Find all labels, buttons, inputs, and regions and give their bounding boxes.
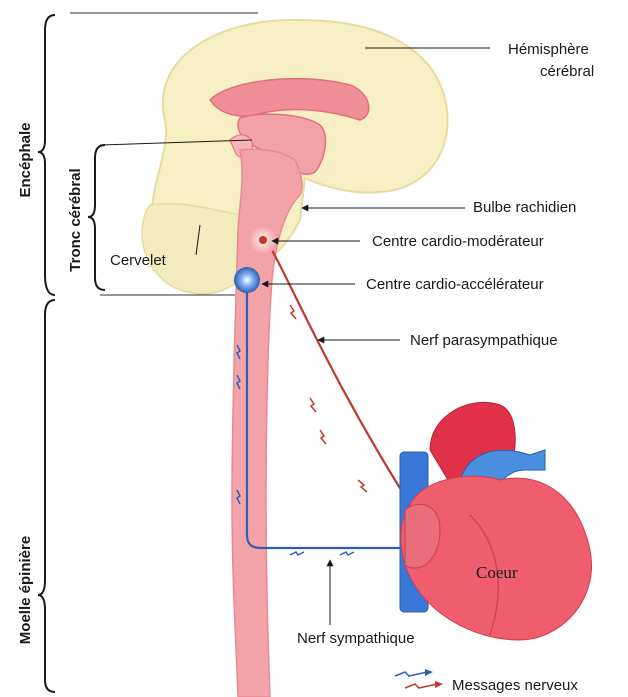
hemisphere-label-2: cérébral bbox=[540, 63, 594, 80]
moderateur-label: Centre cardio-modérateur bbox=[372, 233, 544, 250]
coeur-label: Coeur bbox=[476, 563, 518, 582]
cervelet-label: Cervelet bbox=[110, 252, 167, 269]
encephale-bracket bbox=[38, 15, 55, 295]
moelle-label: Moelle épinière bbox=[17, 536, 34, 644]
sympathetic-nerve-path bbox=[247, 280, 425, 548]
encephale-label: Encéphale bbox=[17, 122, 34, 197]
centre-cardio-moderateur-dot bbox=[259, 236, 267, 244]
hemisphere-label-1: Hémisphère bbox=[508, 41, 589, 58]
tronc-label: Tronc cérébral bbox=[67, 168, 84, 271]
accelerateur-label: Centre cardio-accélérateur bbox=[366, 276, 544, 293]
heart bbox=[400, 402, 592, 640]
legend-red-arrow-icon bbox=[405, 684, 437, 688]
bulbe-label: Bulbe rachidien bbox=[473, 199, 576, 216]
legend: Messages nerveux bbox=[395, 669, 578, 694]
sym-label: Nerf sympathique bbox=[297, 630, 415, 647]
para-label: Nerf parasympathique bbox=[410, 332, 558, 349]
parasympathetic-message-arrows bbox=[290, 305, 367, 492]
legend-label: Messages nerveux bbox=[452, 677, 578, 694]
legend-blue-arrow-icon bbox=[395, 672, 427, 676]
cerebellum bbox=[142, 204, 240, 294]
tronc-bracket bbox=[88, 145, 105, 290]
moelle-bracket bbox=[38, 300, 55, 692]
centre-cardio-accelerateur bbox=[234, 267, 260, 293]
